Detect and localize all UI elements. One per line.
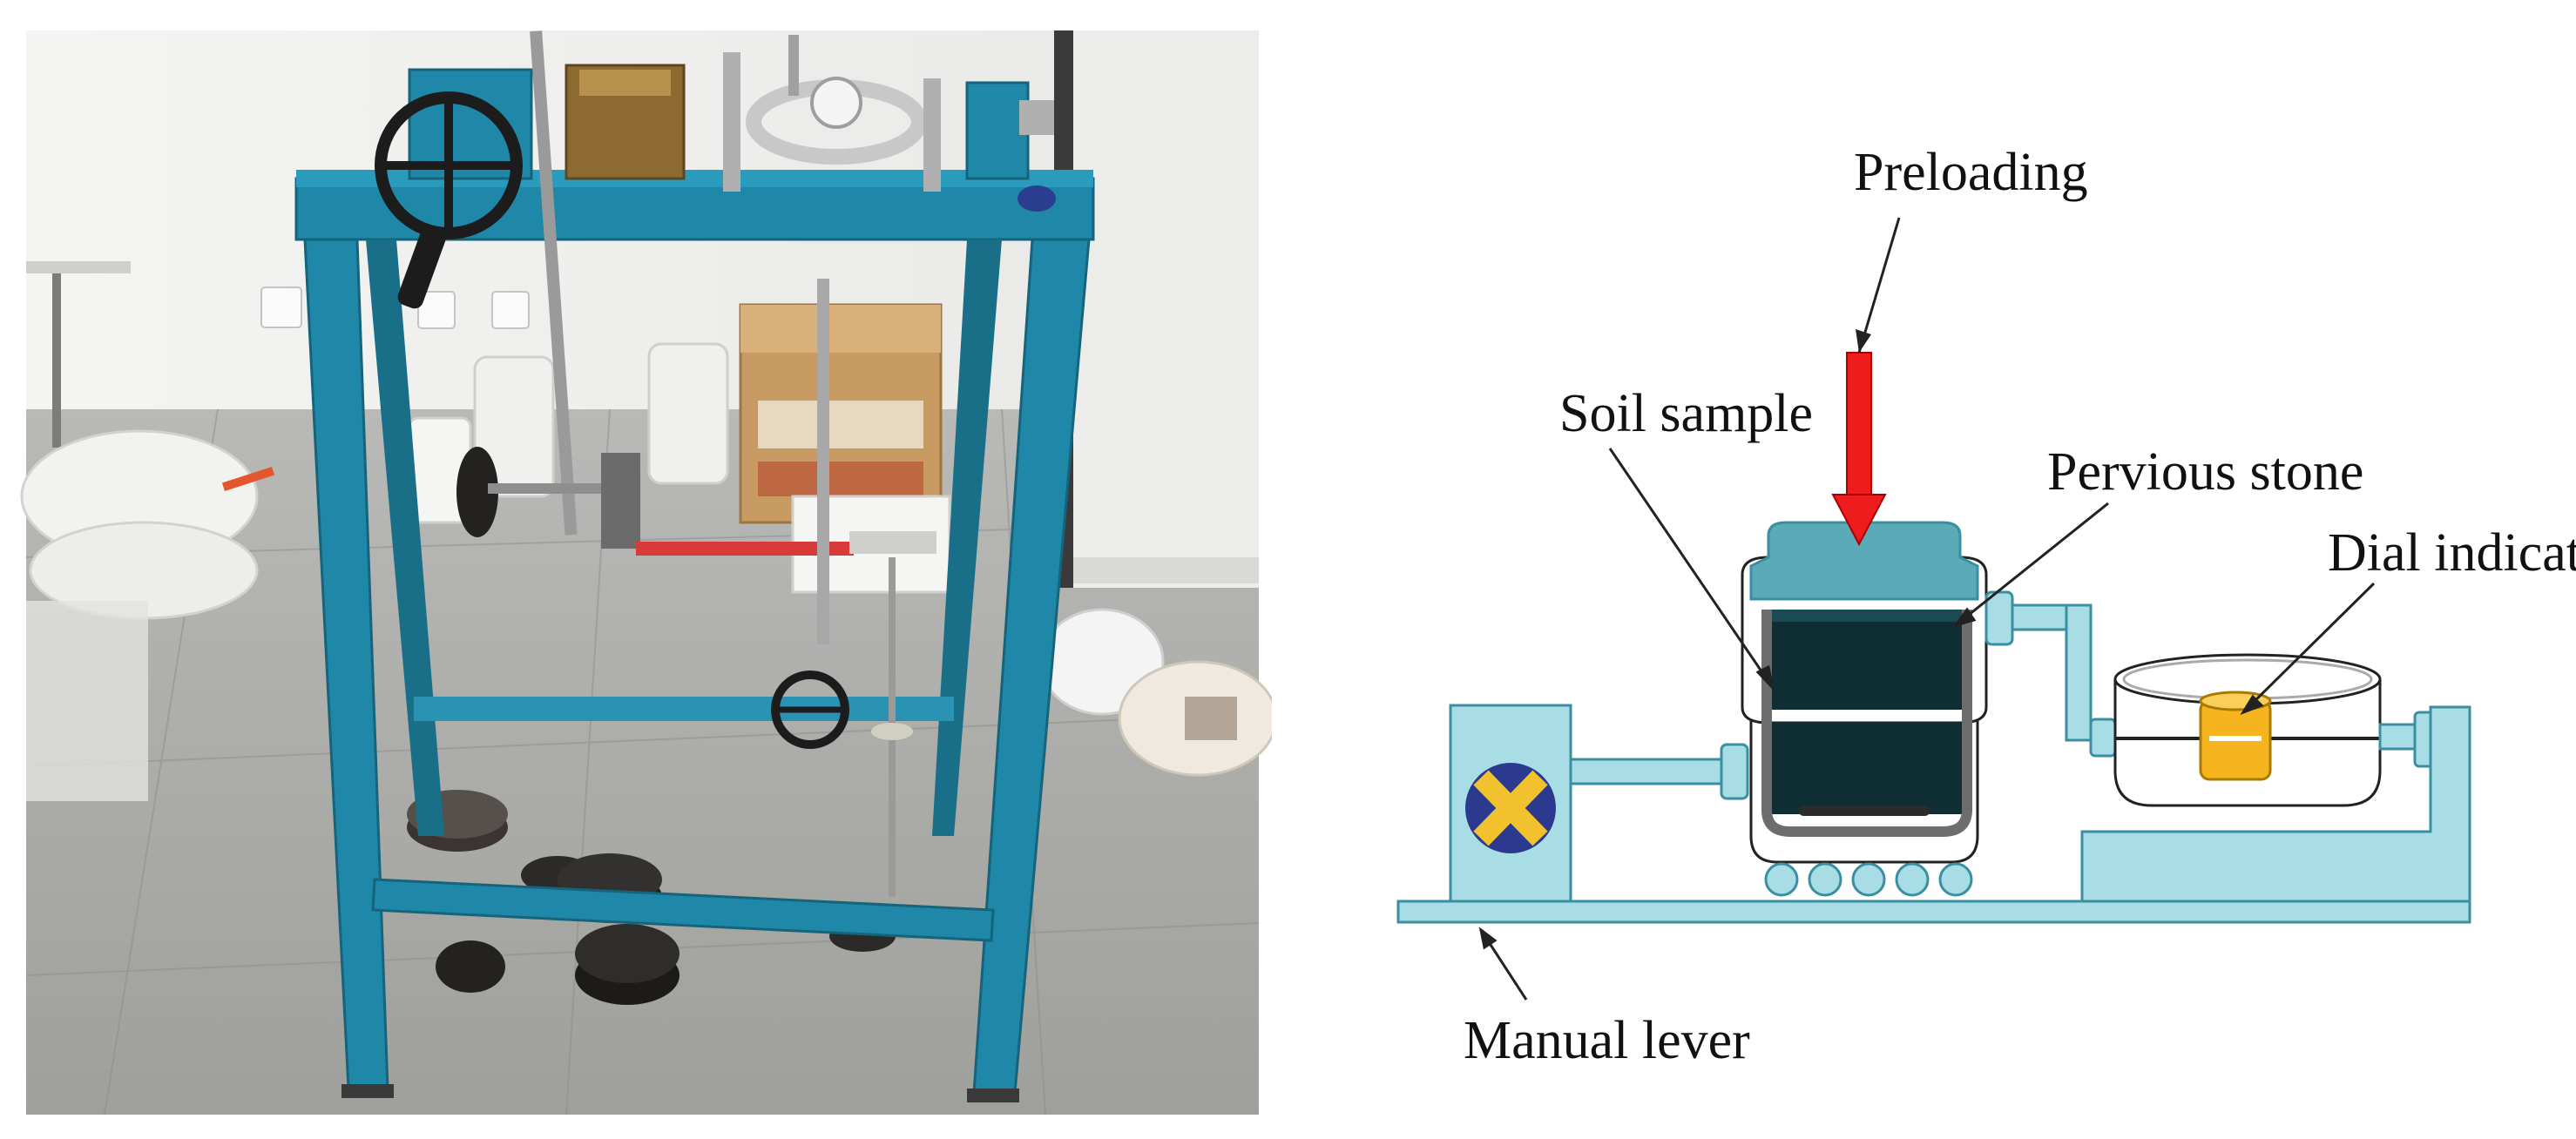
lab-containers	[408, 342, 729, 524]
apparatus-photo	[0, 0, 1278, 1135]
shear-box	[1741, 556, 1988, 897]
support-bracket	[2080, 705, 2471, 903]
shear-test-diagram: Preloading Soil sample Pervious stone Di…	[1272, 0, 2576, 1135]
base-plate	[1396, 900, 2471, 924]
label-soil-sample: Soil sample	[1559, 384, 1813, 443]
label-dial-indicator: Dial indicator	[2328, 523, 2576, 583]
label-preloading: Preloading	[1854, 143, 2088, 202]
blue-frame	[294, 170, 1095, 1102]
plastic-basins	[1039, 608, 1278, 777]
dial-indicator	[2113, 653, 2382, 807]
label-leader-lines	[1478, 448, 2376, 1001]
loading-cap	[1749, 521, 1979, 601]
sand-bags	[20, 429, 275, 801]
label-pervious-stone: Pervious stone	[2047, 442, 2363, 502]
manual-lever-box	[1449, 704, 1572, 903]
push-rod	[1569, 743, 1749, 800]
label-manual-lever: Manual lever	[1464, 1011, 1750, 1070]
preloading-arrow	[1831, 217, 1901, 547]
shear-machine-top	[375, 30, 1054, 536]
lever-and-hanger	[456, 279, 936, 897]
proving-rod	[1984, 590, 2117, 758]
